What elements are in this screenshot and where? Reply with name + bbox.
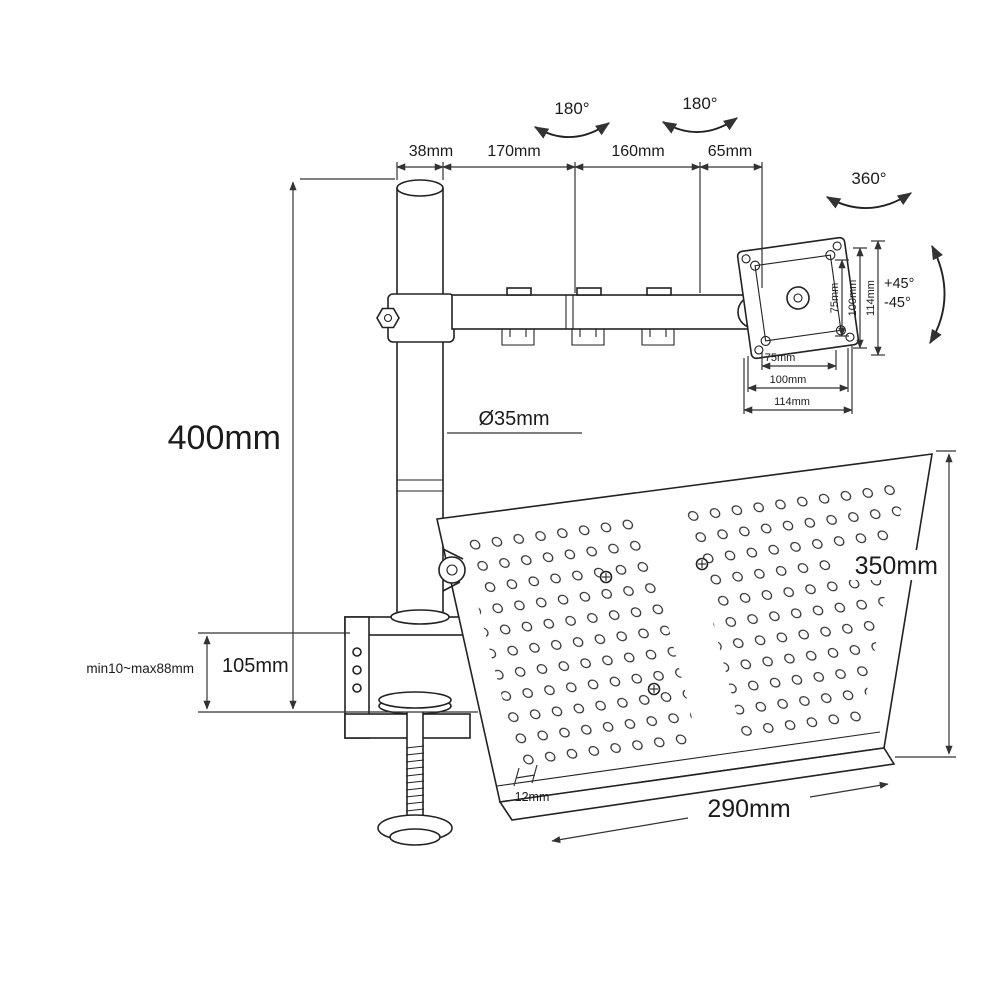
- clamp-screw: [377, 712, 453, 846]
- clamp-pad: [378, 691, 452, 715]
- pole: [396, 179, 444, 614]
- label-rotation-180-2: 180°: [682, 94, 717, 113]
- label-pole-diameter: Ø35mm: [478, 408, 549, 430]
- label-vesa-v75: 75mm: [829, 283, 841, 314]
- vesa-hole: [760, 335, 771, 346]
- label-rotation-180-1: 180°: [554, 99, 589, 118]
- collar-bolt: [376, 307, 400, 329]
- clamp-hole: [352, 647, 362, 657]
- dimension-vesa-vertical: 75mm 100mm 114mm: [829, 240, 885, 356]
- vesa-hinge: [786, 286, 810, 310]
- label-rotation-360: 360°: [851, 169, 886, 188]
- plate-screw: [845, 332, 855, 342]
- label-vesa-h75: 75mm: [765, 352, 796, 364]
- tray-screws: [599, 557, 709, 696]
- label-pole-height: 400mm: [168, 419, 281, 457]
- dimension-pole-diameter: Ø35mm: [447, 408, 582, 434]
- label-tray-depth: 350mm: [855, 552, 938, 580]
- screw-threads: [405, 745, 425, 812]
- monitor-arm: [376, 287, 771, 346]
- plate-screw: [832, 241, 842, 251]
- rotation-arrow-360: [826, 192, 912, 209]
- dimension-vesa-horizontal: 75mm 100mm 114mm: [743, 346, 853, 414]
- vesa-hole: [825, 250, 836, 261]
- label-pole-cap-width: 38mm: [409, 143, 453, 160]
- label-arm-segment-3: 65mm: [708, 143, 752, 160]
- dimension-tray-width: 290mm: [551, 781, 889, 844]
- tilt-annotation: +45° -45°: [884, 244, 946, 344]
- label-clamp-range: min10~max88mm: [86, 661, 194, 676]
- rotation-arrow-2: [662, 117, 738, 134]
- label-vesa-v114: 114mm: [865, 280, 877, 316]
- vesa-plate: [736, 236, 860, 360]
- label-vesa-v100: 100mm: [847, 280, 859, 317]
- tilt-arrow: [929, 244, 946, 344]
- arm-beam: [451, 294, 755, 330]
- desk-clamp: [344, 609, 471, 846]
- pole-base-flange: [390, 609, 450, 625]
- tray-fold-line: [496, 731, 881, 787]
- label-arm-segment-2: 160mm: [611, 143, 664, 160]
- clamp-hole: [352, 665, 362, 675]
- tray-lip: [498, 747, 896, 821]
- cable-clips: [501, 329, 675, 346]
- plate-screw: [754, 345, 764, 355]
- rotation-arm-joint-2: 180°: [662, 94, 738, 134]
- tray-hinge: [438, 548, 466, 592]
- rotation-arm-joint-1: 180°: [534, 99, 610, 139]
- dimension-tray-depth: 350mm: [840, 450, 956, 758]
- dimension-tray-lip: 12mm: [513, 764, 550, 804]
- label-tray-lip: 12mm: [515, 790, 550, 804]
- label-clamp-height: 105mm: [222, 655, 289, 677]
- plate-screw: [741, 254, 751, 264]
- dimension-top-row: 38mm 170mm 160mm 65mm: [396, 143, 763, 293]
- dimension-pole-height: 400mm: [168, 178, 478, 713]
- label-tray-width: 290mm: [707, 795, 790, 823]
- label-tilt-up: +45°: [884, 276, 914, 292]
- label-tilt-down: -45°: [884, 295, 911, 311]
- center-strip: [640, 511, 744, 749]
- label-vesa-h114: 114mm: [774, 396, 810, 408]
- label-arm-segment-1: 170mm: [487, 143, 540, 160]
- dimension-clamp-height: 105mm min10~max88mm: [86, 632, 350, 710]
- vesa-hole: [750, 260, 761, 271]
- clamp-hole: [352, 683, 362, 693]
- label-vesa-h100: 100mm: [770, 374, 807, 386]
- rotation-vesa-360: 360°: [826, 169, 912, 209]
- laptop-tray: [436, 453, 933, 821]
- rotation-arrow-1: [534, 122, 610, 139]
